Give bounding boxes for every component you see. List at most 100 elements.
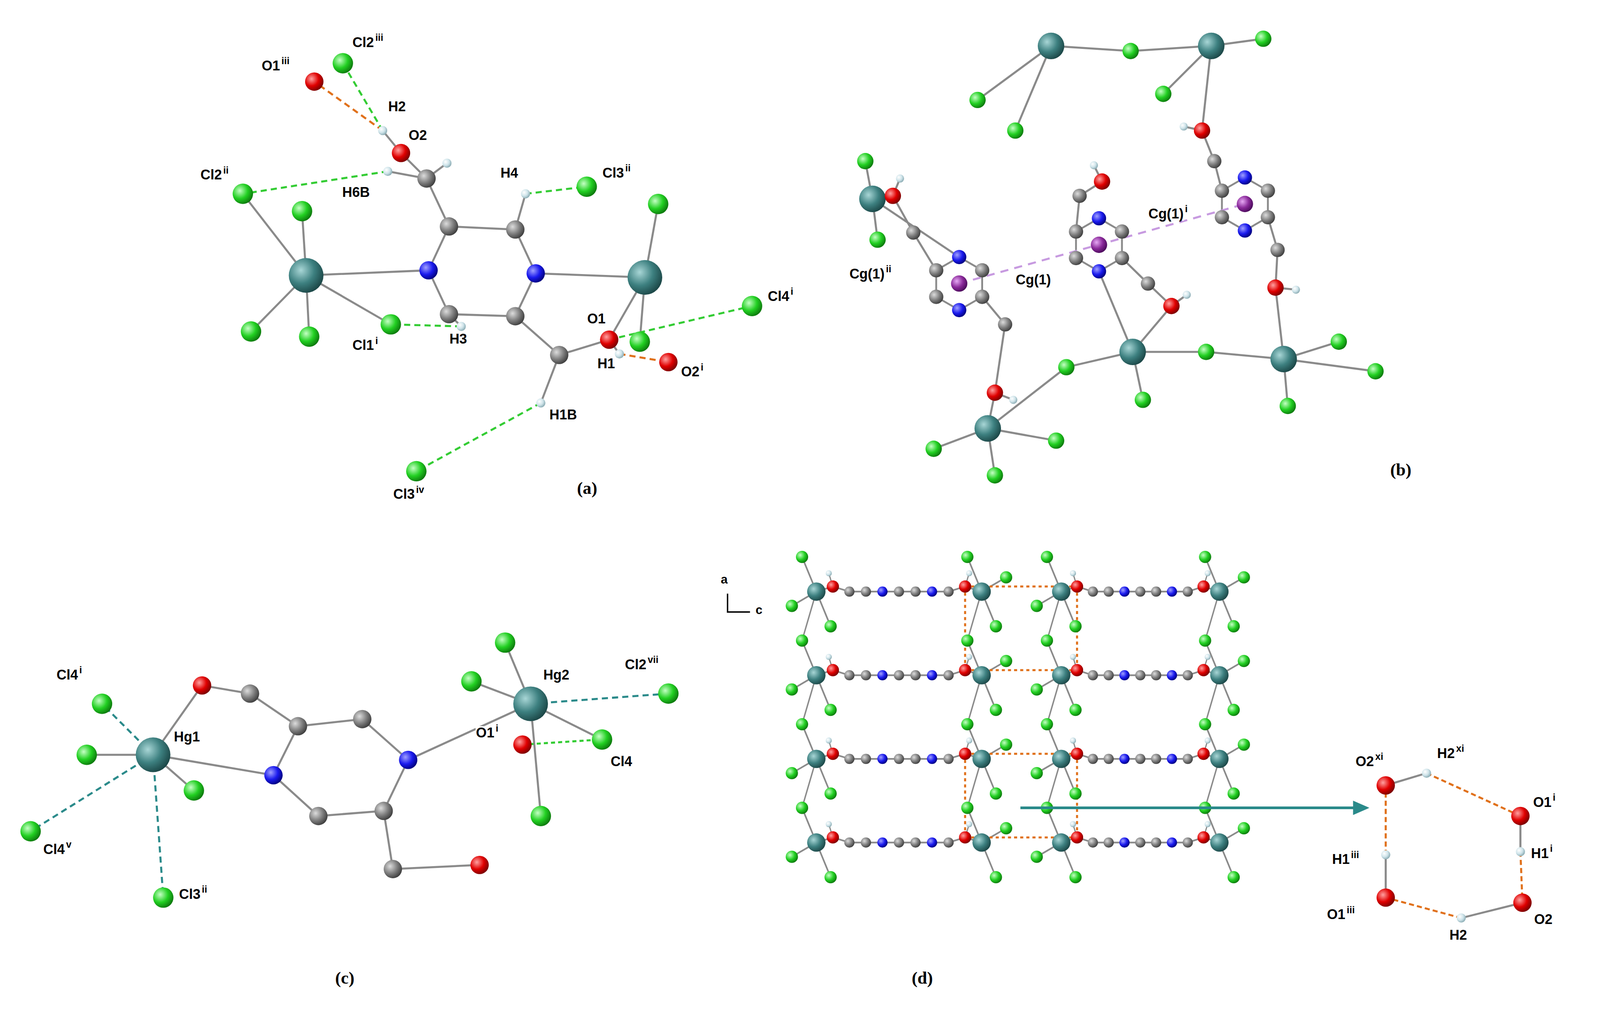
mercury-atom xyxy=(972,833,991,853)
mercury-atom xyxy=(972,666,991,685)
carbon-atom xyxy=(1103,670,1115,681)
oxygen-atom xyxy=(1513,893,1532,913)
ring-centroid xyxy=(1090,236,1107,254)
panel-letter: (b) xyxy=(1390,461,1413,479)
carbon-atom xyxy=(506,306,525,326)
hydrogen-bond-dash xyxy=(1426,773,1521,817)
mercury-atom xyxy=(1052,666,1071,685)
centroid-label: Cg(1) xyxy=(1015,273,1052,288)
mercury-atom xyxy=(972,582,991,601)
chlorine-atom xyxy=(961,801,974,814)
hydrogen-atom xyxy=(1089,161,1098,170)
symmetry-code: iii xyxy=(280,56,290,66)
mercury-atom xyxy=(627,260,663,295)
atom-label: Cl4 xyxy=(610,755,633,770)
nitrogen-atom xyxy=(398,751,418,770)
nitrogen-atom xyxy=(1119,670,1130,681)
chlorine-atom xyxy=(1069,620,1082,633)
oxygen-atom xyxy=(826,664,840,677)
nitrogen-atom xyxy=(1237,223,1253,238)
hydrogen-atom xyxy=(1070,821,1077,828)
chlorine-atom xyxy=(961,718,974,731)
symmetry-code: xi xyxy=(1374,751,1384,762)
nitrogen-atom xyxy=(926,670,938,681)
ring-centroid xyxy=(951,275,968,292)
nitrogen-atom xyxy=(419,261,438,280)
chlorine-atom xyxy=(647,193,669,215)
chlorine-atom xyxy=(1057,358,1075,376)
atom-label: Cl3 xyxy=(393,487,416,502)
bond-line xyxy=(393,865,480,870)
atom-label: Cl3 xyxy=(178,887,202,902)
chlorine-atom xyxy=(1000,822,1013,835)
hydrogen-bond-dash xyxy=(964,586,967,671)
chlorine-atom xyxy=(380,314,401,335)
mercury-atom xyxy=(1210,749,1229,769)
nitrogen-atom xyxy=(1119,586,1130,598)
symmetry-code: i xyxy=(1552,792,1557,803)
carbon-atom xyxy=(844,586,855,598)
oxygen-atom xyxy=(826,580,840,593)
mercury-atom xyxy=(1210,833,1229,853)
hydrogen-atom xyxy=(1456,913,1466,923)
atom-label: H1 xyxy=(1331,852,1351,867)
nitrogen-atom xyxy=(264,766,283,785)
chlorine-atom xyxy=(824,787,837,800)
carbon-atom xyxy=(893,837,905,849)
oxygen-atom xyxy=(958,747,971,761)
hydrogen-atom xyxy=(1291,285,1300,294)
hydrogen-atom xyxy=(456,321,466,331)
chlorine-atom xyxy=(1030,767,1043,780)
chlorine-atom xyxy=(989,703,1002,717)
bond-line xyxy=(1015,45,1052,131)
hydrogen-atom xyxy=(383,166,393,176)
hydrogen-atom xyxy=(536,398,546,408)
mercury-atom xyxy=(974,415,1002,442)
chlorine-atom xyxy=(1000,571,1013,584)
atom-label: H3 xyxy=(449,332,468,347)
carbon-atom xyxy=(1150,753,1162,765)
atom-label: Cl4 xyxy=(56,668,79,683)
mercury-atom xyxy=(1037,32,1065,60)
mercury-atom xyxy=(1052,749,1071,769)
atom-label: O1 xyxy=(1532,795,1552,810)
chlorine-atom xyxy=(494,632,516,653)
chlorine-atom xyxy=(153,887,174,908)
chlorine-atom xyxy=(795,801,809,814)
chlorine-atom xyxy=(232,183,254,204)
carbon-atom xyxy=(374,801,394,821)
hydrogen-bond-dash xyxy=(959,204,1246,284)
chlorine-atom xyxy=(1048,432,1065,449)
panel-letter: (c) xyxy=(334,969,355,988)
oxygen-atom xyxy=(884,187,901,204)
oxygen-atom xyxy=(1071,580,1084,593)
hydrogen-bond-dash xyxy=(609,306,752,340)
carbon-atom xyxy=(1270,242,1285,258)
mercury-atom xyxy=(1119,338,1146,366)
symmetry-code: i xyxy=(1549,843,1554,854)
carbon-atom xyxy=(1114,224,1130,239)
hydrogen-atom xyxy=(1179,122,1188,131)
symmetry-code: i xyxy=(374,336,379,346)
bond-line xyxy=(297,719,363,727)
oxygen-atom xyxy=(826,747,840,761)
chlorine-atom xyxy=(461,671,482,692)
chlorine-atom xyxy=(1197,343,1215,360)
contacts xyxy=(30,63,1523,919)
atom-label: H1B xyxy=(549,408,578,423)
atom-label: H2 xyxy=(1436,747,1456,761)
mercury-atom xyxy=(1052,582,1071,601)
chlorine-atom xyxy=(785,851,798,864)
atom-label: O1 xyxy=(586,312,607,327)
carbon-atom xyxy=(1103,753,1115,765)
chlorine-atom xyxy=(20,821,41,842)
atoms xyxy=(20,30,1532,923)
bond-line xyxy=(1283,358,1376,372)
chlorine-atom xyxy=(1237,655,1251,668)
hydrogen-atom xyxy=(1070,737,1077,744)
nitrogen-atom xyxy=(877,586,888,598)
carbon-atom xyxy=(893,586,905,598)
carbon-atom xyxy=(861,670,872,681)
chlorine-atom xyxy=(91,693,113,714)
